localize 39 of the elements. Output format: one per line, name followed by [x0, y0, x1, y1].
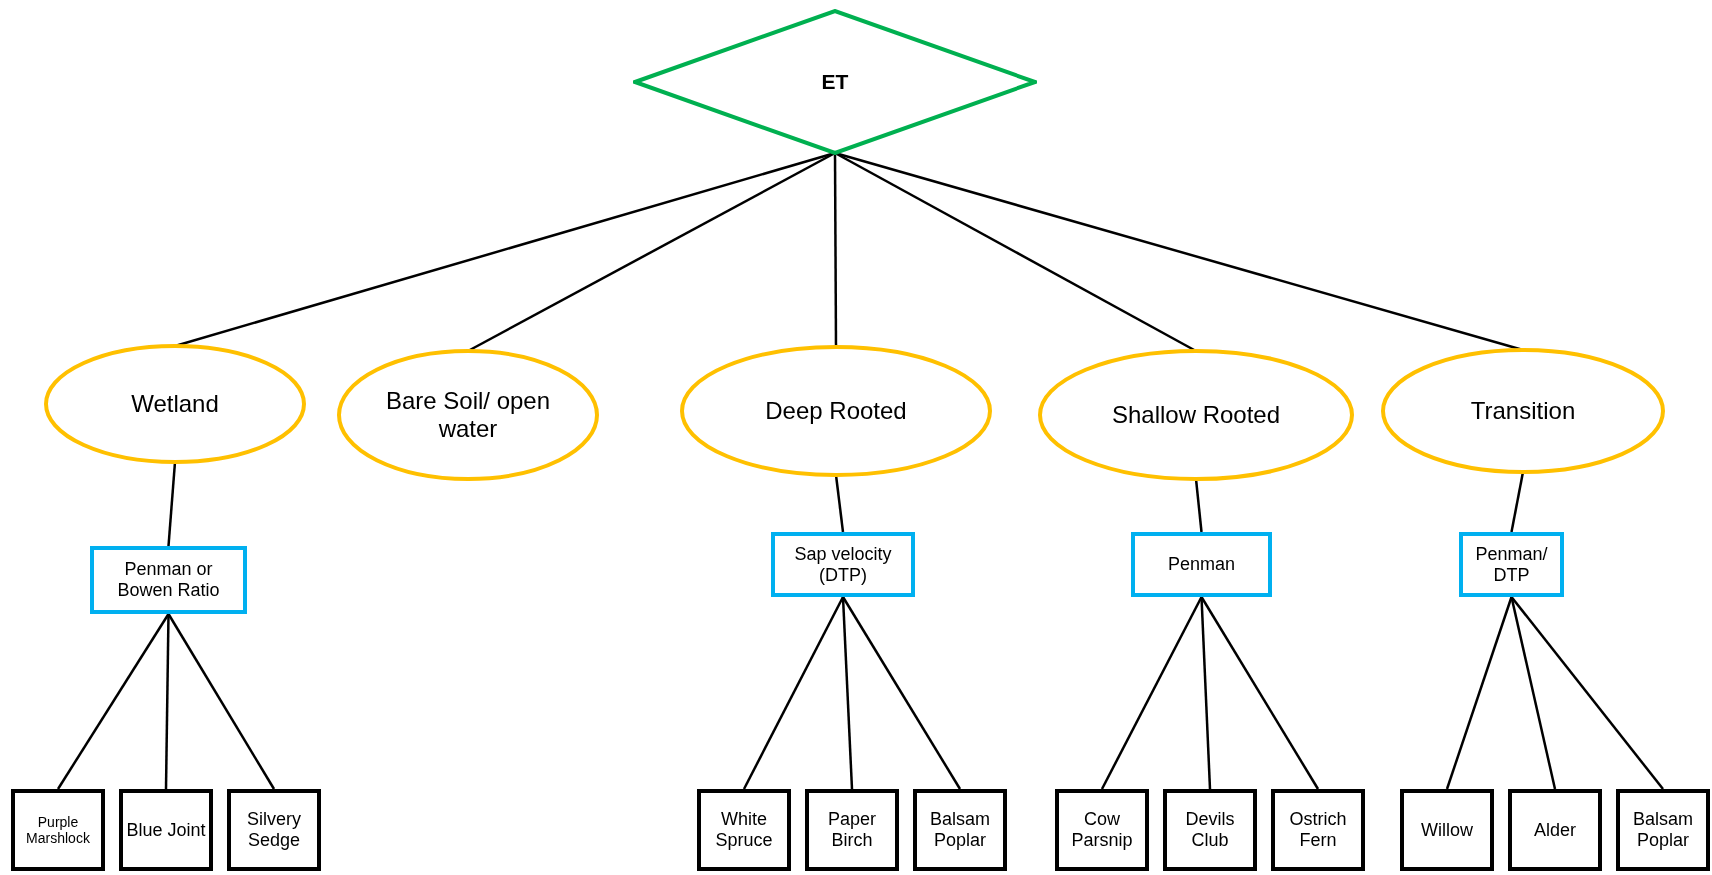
connector-line — [1200, 596, 1320, 790]
species-box: Purple Marshlock — [11, 789, 105, 871]
species-box: Silvery Sedge — [227, 789, 321, 871]
connector-line — [1445, 596, 1513, 790]
connector-line — [1510, 596, 1664, 790]
species-box: Blue Joint — [119, 789, 213, 871]
category-label: Transition — [1470, 397, 1576, 425]
species-box: White Spruce — [697, 789, 791, 871]
diamond-label: ET — [821, 70, 849, 94]
species-box: Willow — [1400, 789, 1494, 871]
species-box: Devils Club — [1163, 789, 1257, 871]
category-label: Bare Soil/ open water — [384, 387, 552, 443]
method-box: Sap velocity (DTP) — [771, 532, 915, 597]
category-label: Wetland — [131, 390, 219, 418]
connector-line — [742, 596, 845, 790]
species-box: Balsam Poplar — [913, 789, 1007, 871]
category-label: Shallow Rooted — [1111, 401, 1281, 429]
connector-line — [833, 153, 838, 347]
connector-line — [1194, 478, 1203, 533]
connector-line — [167, 461, 177, 547]
connector-line — [56, 613, 170, 790]
species-box: Cow Parsnip — [1055, 789, 1149, 871]
species-box: Balsam Poplar — [1616, 789, 1710, 871]
connector-line — [1100, 596, 1203, 790]
connector-line — [841, 596, 854, 790]
connector-line — [834, 474, 845, 533]
connector-line — [167, 613, 276, 790]
connector-line — [1510, 596, 1557, 790]
connector-line — [164, 614, 170, 789]
species-box: Paper Birch — [805, 789, 899, 871]
method-box: Penman — [1131, 532, 1272, 597]
connector-line — [1510, 471, 1525, 533]
species-box: Alder — [1508, 789, 1602, 871]
connector-line — [841, 596, 962, 790]
connector-line — [1200, 596, 1212, 790]
method-box: Penman or Bowen Ratio — [90, 546, 247, 614]
category-label: Deep Rooted — [765, 397, 907, 425]
species-box: Ostrich Fern — [1271, 789, 1365, 871]
method-box: Penman/ DTP — [1459, 532, 1564, 597]
